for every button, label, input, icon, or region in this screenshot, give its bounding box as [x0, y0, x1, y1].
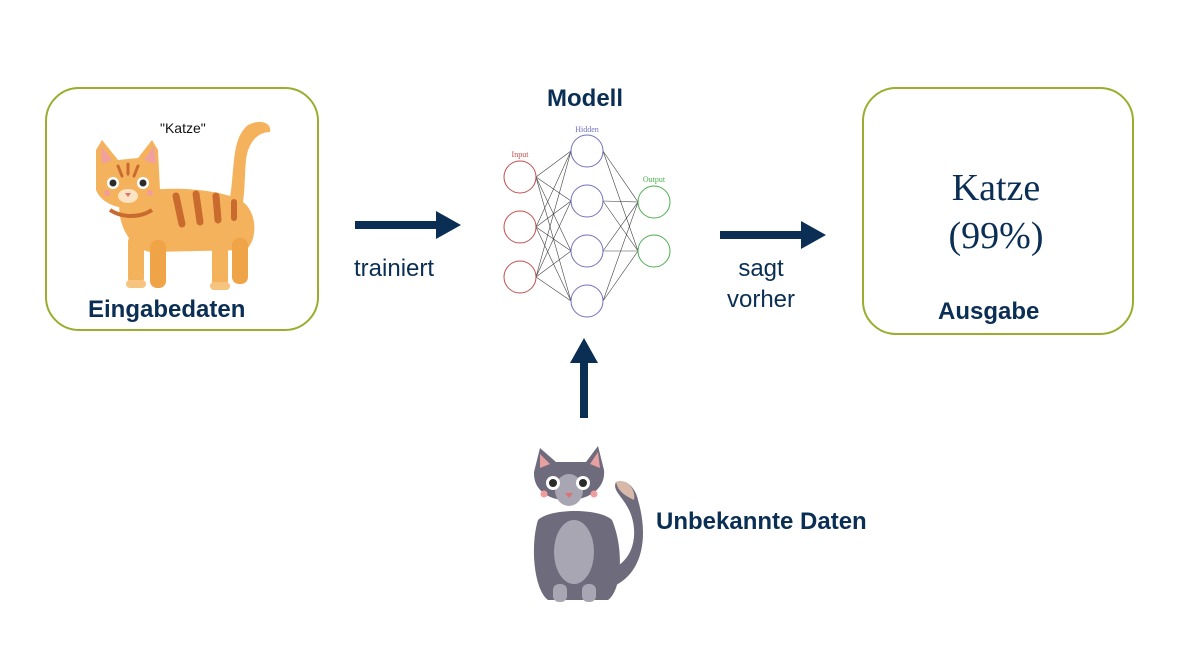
right-arrow-icon [355, 211, 461, 239]
nn-output-label: Output [643, 175, 666, 184]
model-title: Modell [547, 85, 623, 112]
predict-label-line1: sagt [738, 255, 784, 282]
train-arrow-label: trainiert [354, 255, 435, 282]
output-box [862, 87, 1134, 335]
gray-cat-illustration [533, 446, 644, 602]
nn-input-label: Input [512, 150, 530, 159]
output-class: Katze [951, 167, 1041, 209]
output-confidence: (99%) [948, 215, 1044, 257]
unknown-data-label: Unbekannte Daten [656, 508, 867, 535]
orange-cat-illustration [96, 121, 271, 290]
nn-hidden-label: Hidden [575, 125, 599, 134]
up-arrow-icon [570, 338, 598, 418]
neural-network-icon: Input Hidden Output [503, 125, 671, 318]
output-label: Ausgabe [938, 298, 1040, 325]
right-arrow-icon [720, 221, 826, 249]
input-data-label: Eingabedaten [88, 296, 246, 323]
predict-arrow-label: sagt vorher [712, 253, 810, 315]
input-tag-label: "Katze" [160, 120, 206, 136]
predict-label-line2: vorher [726, 286, 796, 313]
